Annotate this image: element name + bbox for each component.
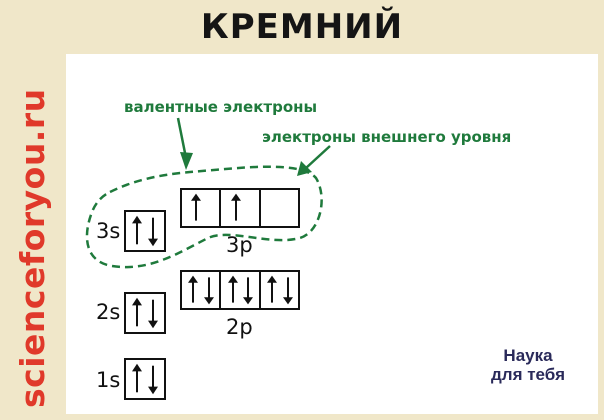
orbital-box-1s — [124, 358, 166, 400]
spin-up-arrow-icon — [131, 360, 143, 398]
spin-down-arrow-icon — [147, 294, 159, 332]
site-watermark: scienceforyou.ru — [13, 88, 52, 408]
spin-down-arrow-icon — [147, 360, 159, 398]
element-title: КРЕМНИЙ — [200, 7, 404, 47]
spin-down-arrow-icon — [242, 272, 254, 308]
orbital-box-3p — [180, 188, 300, 228]
orbital-label-2p: 2p — [226, 315, 253, 339]
orbital-box-3s — [124, 210, 166, 252]
spin-up-arrow-icon — [230, 190, 242, 226]
spin-up-arrow-icon — [266, 272, 278, 308]
spin-up-arrow-icon — [131, 212, 143, 250]
brand-logo: Наука для тебя — [478, 346, 578, 384]
orbital-cell — [221, 190, 261, 226]
orbital-label-3p: 3p — [226, 233, 253, 257]
outer-level-electrons-label: электроны внешнего уровня — [262, 128, 512, 146]
orbital-cell — [126, 360, 164, 398]
orbital-cell — [261, 190, 298, 226]
spin-up-arrow-icon — [131, 294, 143, 332]
spin-down-arrow-icon — [282, 272, 294, 308]
brand-line-2: для тебя — [491, 365, 565, 384]
spin-up-arrow-icon — [187, 272, 199, 308]
orbital-cell — [182, 190, 222, 226]
valence-electrons-label: валентные электроны — [124, 98, 318, 116]
orbital-label-2s: 2s — [96, 300, 121, 324]
orbital-cell — [261, 272, 298, 308]
spin-down-arrow-icon — [147, 212, 159, 250]
spin-down-arrow-icon — [203, 272, 215, 308]
orbital-label-1s: 1s — [96, 368, 121, 392]
orbital-cell — [126, 212, 164, 250]
spin-up-arrow-icon — [227, 272, 239, 308]
orbital-label-3s: 3s — [96, 219, 121, 243]
orbital-box-2s — [124, 292, 166, 334]
orbital-cell — [182, 272, 222, 308]
orbital-cell — [221, 272, 261, 308]
spin-up-arrow-icon — [190, 190, 202, 226]
orbital-box-2p — [180, 270, 300, 310]
brand-line-1: Наука — [503, 346, 553, 365]
orbital-cell — [126, 294, 164, 332]
